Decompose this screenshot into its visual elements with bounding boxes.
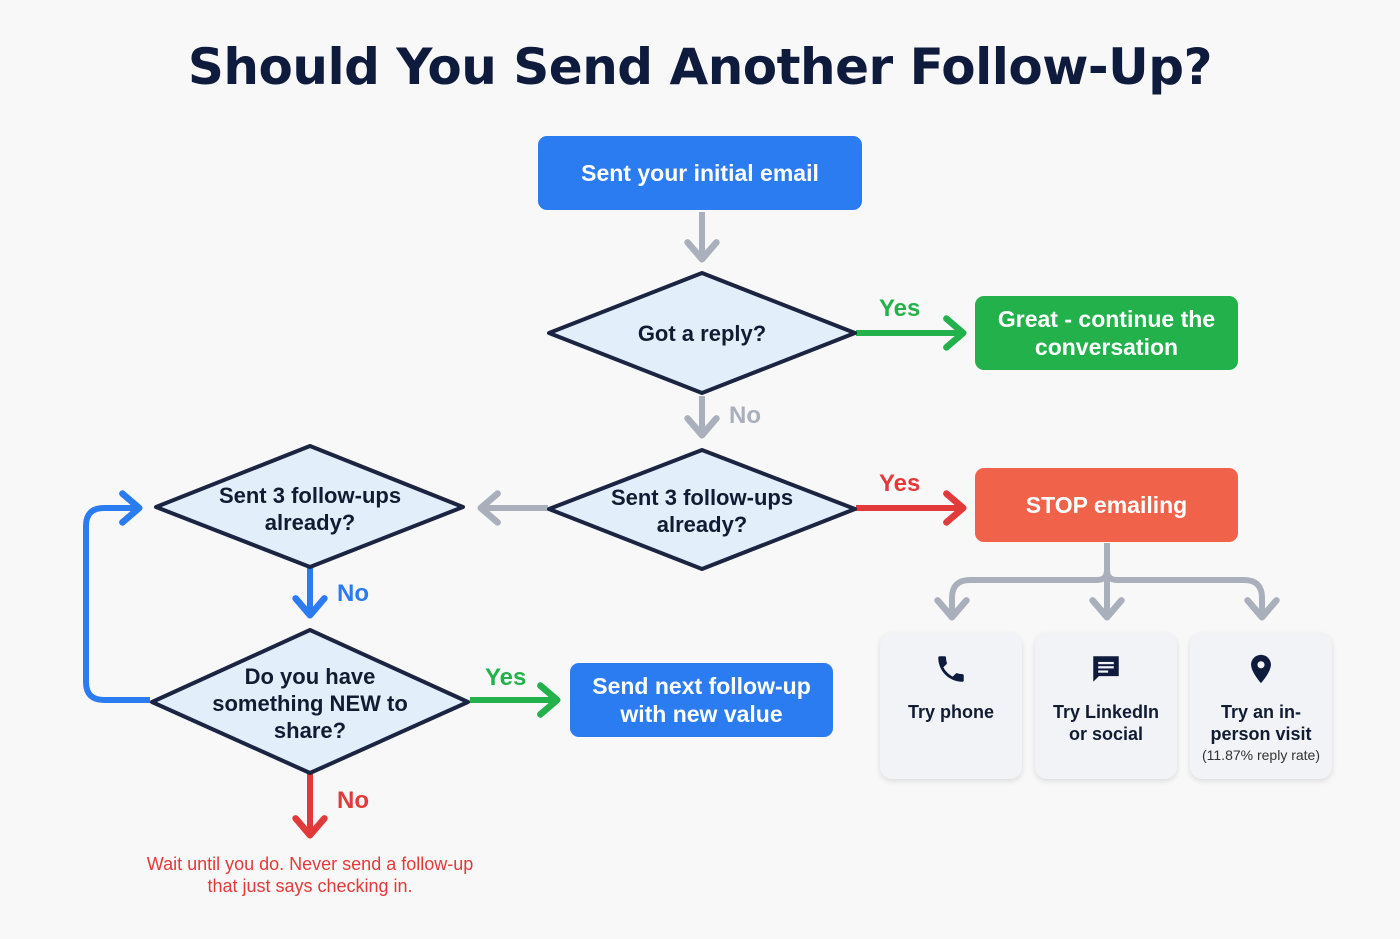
arrow-loop-back	[83, 490, 150, 703]
edge-label-reply-yes: Yes	[879, 295, 921, 322]
edge-label-new-yes: Yes	[485, 664, 527, 691]
label-got-reply: Got a reply?	[637, 320, 767, 346]
edge-label-reply-no: No	[729, 402, 761, 429]
decision-sent3-left	[154, 444, 465, 569]
alternative-card-linkedin: Try LinkedIn or social	[1035, 633, 1177, 779]
node-great: Great - continue the conversation	[975, 296, 1238, 370]
phone-icon	[931, 649, 971, 689]
alternative-label: Try an in-person visit	[1210, 702, 1312, 744]
node-send-next: Send next follow-up with new value	[570, 663, 833, 737]
label-sent3-left: Sent 3 follow-ups already?	[218, 483, 402, 535]
decision-got-reply	[547, 271, 857, 395]
page-title: Should You Send Another Follow-Up?	[187, 38, 1213, 96]
arrow-stop-branch	[949, 543, 1265, 614]
chat-icon	[1086, 649, 1126, 689]
alternative-label: Try phone	[907, 702, 994, 722]
alternative-sublabel: (11.87% reply rate)	[1201, 747, 1320, 763]
label-sent3-center: Sent 3 follow-ups already?	[610, 485, 794, 537]
edge-label-left-no: No	[337, 580, 369, 607]
node-start: Sent your initial email	[538, 136, 862, 210]
alternative-card-phone: Try phone	[880, 633, 1022, 779]
decision-sent3-center	[547, 448, 857, 571]
alternative-card-visit: Try an in-person visit (11.87% reply rat…	[1190, 633, 1332, 779]
node-stop: STOP emailing	[975, 468, 1238, 542]
location-pin-icon	[1241, 649, 1281, 689]
alternative-label: Try LinkedIn or social	[1052, 702, 1160, 744]
edge-label-new-no: No	[337, 787, 369, 814]
decision-something-new	[150, 628, 470, 775]
label-something-new: Do you have something NEW to share?	[212, 663, 408, 743]
wait-note: Wait until you do. Never send a follow-u…	[146, 854, 474, 896]
edge-label-sent3-yes: Yes	[879, 470, 921, 497]
